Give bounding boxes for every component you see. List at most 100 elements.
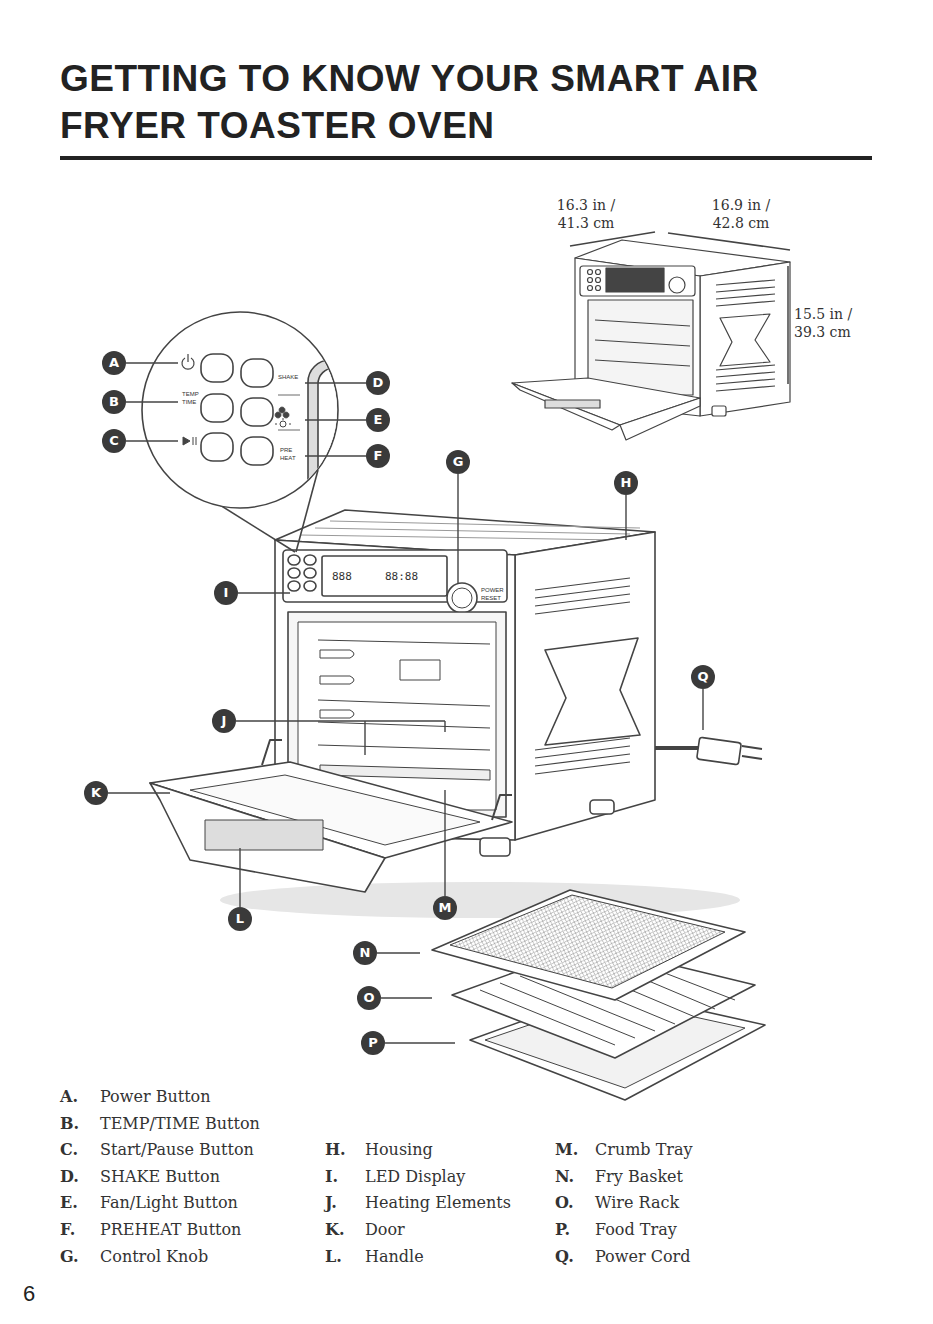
key-letter: N. [555,1167,574,1187]
main-oven-part [304,555,316,565]
inset-oven-part [588,278,593,283]
zoom-detail-part [183,437,196,445]
main-oven-part [480,838,510,856]
part-name: Door [365,1220,405,1240]
part-name: TEMP/TIME Button [100,1114,260,1134]
callout-letter: A [102,351,126,375]
zoom-detail-part [275,407,289,418]
part-name: PREHEAT Button [100,1220,241,1240]
dimension-lines-part [668,233,790,250]
leader-lines-part [305,382,366,383]
inset-oven-part [596,270,601,275]
main-oven-part [535,578,630,614]
key-letter: H. [325,1140,346,1160]
page-number: 6 [23,1281,35,1307]
zoom-detail-part [275,418,291,427]
part-name: Housing [365,1140,433,1160]
display-digits: 88:88 [385,571,418,583]
inset-oven-part [606,268,664,292]
knob-label: POWER [481,587,504,594]
inset-oven-part [716,365,775,391]
accessories-part [432,890,745,1000]
key-letter: O. [555,1193,574,1213]
button-label: SHAKE [278,374,298,381]
inset-oven-part [700,262,790,416]
zoom-detail-part [201,433,233,461]
callout-letter: K [84,781,108,805]
callout-letter: J [212,709,236,733]
accessories [432,890,765,1100]
display-digits: 888 [332,571,352,583]
leader-lines-part [457,474,458,584]
callout-letter: H [614,471,638,495]
leader-lines-part [126,362,178,363]
zoom-detail-part [278,395,300,430]
part-name: Fan/Light Button [100,1193,238,1213]
part-name: LED Display [365,1167,465,1187]
main-oven-part [304,581,316,591]
part-name: Wire Rack [595,1193,679,1213]
title-rule-part [60,156,872,160]
button-label: HEAT [280,455,296,462]
zoom-detail-part [241,359,273,387]
dimension-label: 16.9 in / 42.8 cm [701,196,781,232]
leader-lines-part [108,792,170,793]
part-name: Start/Pause Button [100,1140,254,1160]
button-label: PRE [280,447,292,454]
main-oven-part [288,555,300,565]
title-rule [60,156,872,160]
key-letter: D. [60,1167,79,1187]
main-oven-part [590,800,614,814]
inset-oven-part [595,320,690,366]
zoom-detail-part-part [308,360,358,505]
zoom-detail-part [241,398,273,426]
dimension-label: 16.3 in / 41.3 cm [548,196,624,232]
main-oven-part [545,638,640,745]
leader-lines [108,363,703,1043]
main-oven-part [150,783,385,892]
main-oven-part [400,660,440,680]
zoom-detail-part [241,437,273,465]
part-name: Power Button [100,1087,211,1107]
main-oven-part [452,588,472,608]
callout-letter: P [361,1031,385,1055]
key-letter: Q. [555,1247,574,1267]
main-oven-part [300,521,640,540]
key-letter: L. [325,1247,342,1267]
main-oven-part [288,581,300,591]
part-name: Power Cord [595,1247,690,1267]
inset-oven-part [596,278,601,283]
inset-oven-part [588,286,593,291]
main-oven-part [205,820,323,850]
callout-letter: C [102,429,126,453]
key-letter: C. [60,1140,78,1160]
key-letter: I. [325,1167,338,1187]
key-letter: F. [60,1220,75,1240]
dimension-lines-part [787,266,789,384]
zoom-detail-part-part [318,368,358,498]
inset-oven [512,240,790,440]
key-letter: G. [60,1247,79,1267]
key-letter: B. [60,1114,79,1134]
callout-letter: N [353,941,377,965]
button-label: TEMP [182,391,199,398]
callout-letter: E [366,408,390,432]
main-oven-part [447,583,477,613]
callout-letter: Q [691,665,715,689]
key-letter: A. [60,1087,78,1107]
dimension-lines-part [570,232,655,246]
part-name: Heating Elements [365,1193,511,1213]
button-label: TIME [182,399,196,406]
main-oven-part [288,568,300,578]
main-oven-part [322,556,447,596]
dimension-lines [570,232,790,384]
zoom-detail-part [201,394,233,422]
leader-lines-part [625,495,626,540]
accessories-part [450,895,725,988]
key-letter: J. [325,1193,337,1213]
main-oven-part [742,746,762,759]
part-name: Control Knob [100,1247,208,1267]
dimension-label: 15.5 in / 39.3 cm [794,305,866,341]
zoom-detail-part [308,360,358,505]
